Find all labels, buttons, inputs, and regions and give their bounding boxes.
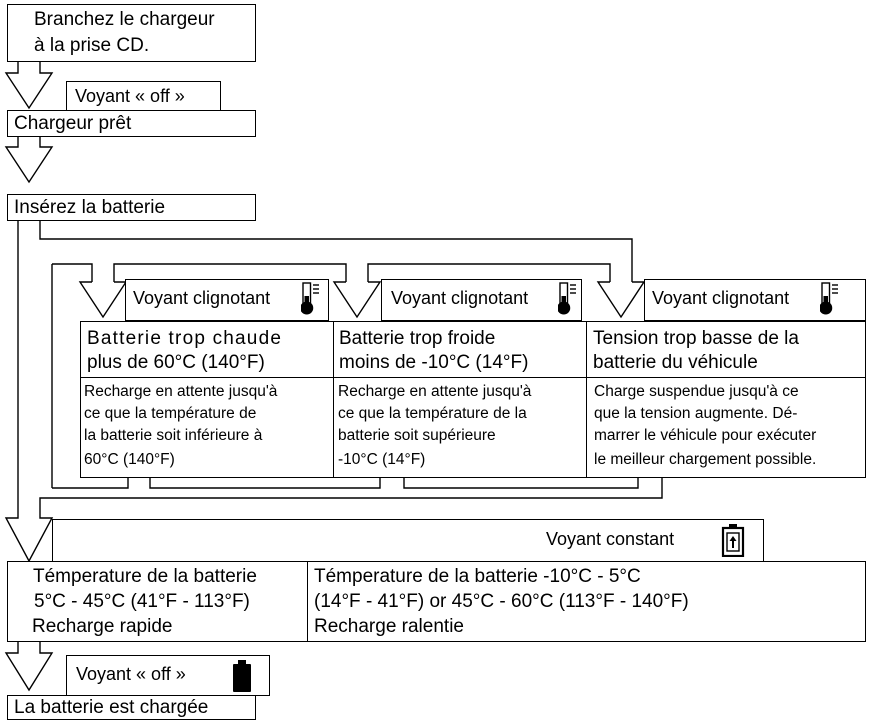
- constant-indicator-box: [52, 519, 764, 562]
- fault-detail-line-2: que la tension augmente. Dé-: [594, 405, 798, 422]
- fault-detail-line-2: ce que la température de la: [338, 405, 527, 422]
- fault-title-box: [333, 321, 587, 378]
- step-plug-in: [7, 4, 256, 62]
- branch-connector: [39, 219, 633, 282]
- plug-in-line-1: Branchez le chargeur: [34, 9, 215, 30]
- charger-ready-label: Chargeur prêt: [14, 113, 132, 134]
- battery-charging-icon: [721, 524, 745, 557]
- arrow-down: [78, 281, 128, 319]
- fast-charge-line-3: Recharge rapide: [32, 616, 173, 637]
- return-connector: [403, 477, 639, 489]
- fault-indicator-box: [381, 279, 582, 321]
- fault-title-line-1: Batterie trop froide: [339, 328, 496, 349]
- battery-charged-label: La batterie est chargée: [14, 697, 209, 718]
- arrow-down: [332, 281, 382, 319]
- thermometer-icon: [820, 282, 838, 315]
- fault-detail-line-1: Recharge en attente jusqu'à: [84, 383, 278, 400]
- fault-title-line-1: Tension trop basse de la: [593, 328, 799, 349]
- arrow-down: [4, 135, 54, 184]
- battery-full-icon: [233, 660, 251, 692]
- fast-charge-line-2: 5°C - 45°C (41°F - 113°F): [34, 591, 250, 612]
- fault-indicator-label: Voyant clignotant: [133, 288, 271, 308]
- step-charger-ready: [7, 110, 256, 137]
- main-trunk-arrow: [4, 219, 54, 563]
- fault-detail-line-2: ce que la température de: [84, 405, 257, 422]
- fault-title-line-2: plus de 60°C (140°F): [87, 352, 265, 373]
- fault-detail-box: [586, 377, 866, 478]
- fault-title-box: [586, 321, 866, 378]
- fault-detail-line-4: le meilleur chargement possible.: [594, 451, 817, 468]
- fault-detail-line-1: Charge suspendue jusqu'à ce: [594, 383, 799, 400]
- thermometer-icon: [301, 282, 319, 315]
- indicator-off-label: Voyant « off »: [76, 664, 186, 684]
- branch-connector: [52, 263, 93, 282]
- slow-charge-line-3: Recharge ralentie: [314, 616, 464, 637]
- indicator-off-label: Voyant « off »: [75, 86, 185, 106]
- plug-in-line-2: à la prise CD.: [34, 35, 150, 56]
- fault-detail-line-3: marrer le véhicule pour exécuter: [594, 427, 817, 444]
- fault-detail-line-4: -10°C (14°F): [338, 451, 426, 468]
- fault-indicator-label: Voyant clignotant: [391, 288, 529, 308]
- arrow-down: [596, 281, 646, 319]
- fault-detail-line-3: la batterie soit inférieure à: [84, 427, 263, 444]
- return-connector: [51, 264, 663, 499]
- slow-charge-line-2: (14°F - 41°F) or 45°C - 60°C (113°F - 14…: [314, 591, 689, 612]
- slow-charge-box: [307, 561, 866, 642]
- insert-battery-label: Insérez la batterie: [14, 197, 166, 218]
- arrow-down: [4, 61, 54, 110]
- fault-indicator-box: [125, 279, 329, 321]
- fault-title-line-2: batterie du véhicule: [593, 352, 758, 373]
- fault-detail-line-1: Recharge en attente jusqu'à: [338, 383, 532, 400]
- return-connector: [52, 477, 129, 489]
- fast-charge-line-1: Témperature de la batterie: [33, 566, 257, 587]
- return-connector: [149, 477, 381, 489]
- constant-indicator-label: Voyant constant: [546, 529, 675, 549]
- fault-detail-line-4: 60°C (140°F): [84, 451, 175, 468]
- thermometer-icon: [558, 282, 576, 315]
- slow-charge-line-1: Témperature de la batterie -10°C - 5°C: [314, 566, 641, 587]
- branch-connector: [367, 263, 611, 282]
- fault-detail-box: [333, 377, 587, 478]
- branch-connector: [113, 263, 347, 282]
- fast-charge-box: [7, 561, 308, 642]
- fault-indicator-label: Voyant clignotant: [652, 288, 790, 308]
- fault-title-line-1: Batterie trop chaude: [87, 328, 283, 349]
- fault-detail-line-3: batterie soit supérieure: [338, 427, 496, 444]
- step-insert-battery: [7, 194, 256, 221]
- arrow-down: [4, 641, 54, 692]
- fault-detail-box: [80, 377, 334, 478]
- fault-title-line-2: moins de -10°C (14°F): [339, 352, 529, 373]
